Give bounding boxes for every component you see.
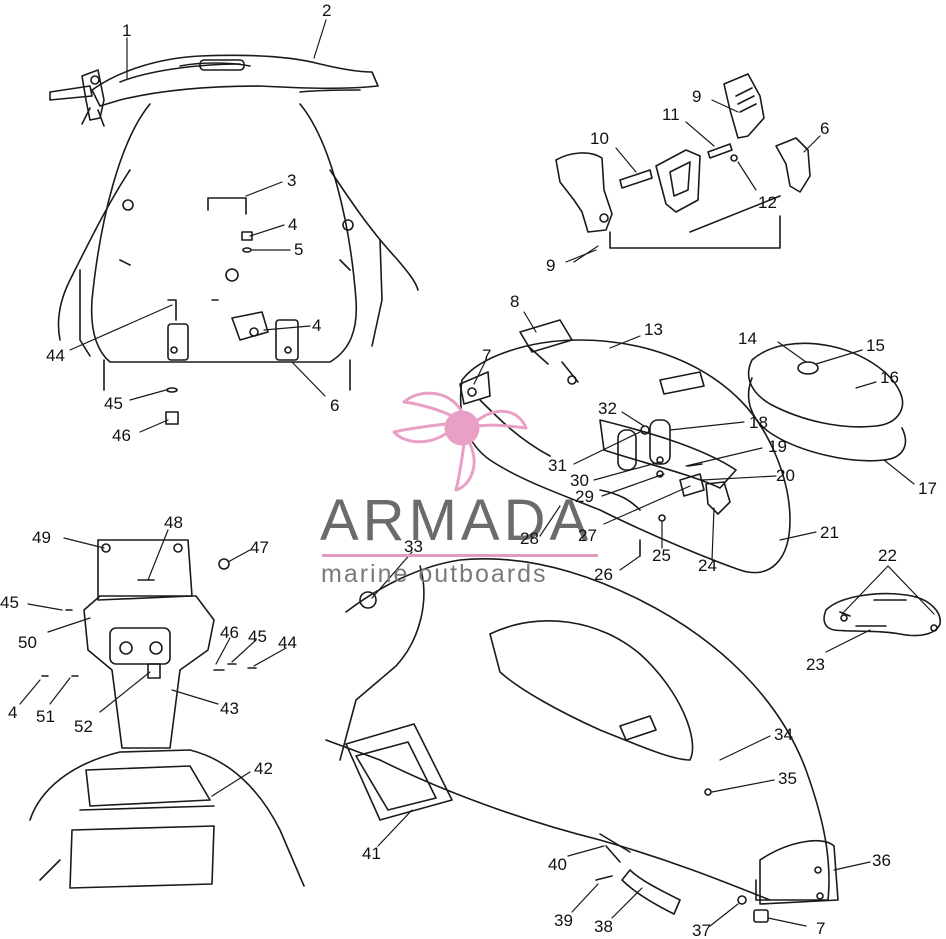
- callout-10: 10: [590, 129, 609, 148]
- callout-27: 27: [578, 526, 597, 545]
- callout-45: 45: [0, 593, 19, 612]
- callout-24: 24: [698, 556, 717, 575]
- callout-42: 42: [254, 759, 273, 778]
- callout-35: 35: [778, 769, 797, 788]
- callout-8: 8: [510, 292, 520, 311]
- callout-5: 5: [294, 240, 304, 259]
- callout-50: 50: [18, 633, 37, 652]
- callout-11: 11: [662, 105, 680, 124]
- callout-38: 38: [594, 917, 613, 936]
- callout-34: 34: [774, 725, 793, 744]
- callout-46: 46: [220, 623, 239, 642]
- callout-43: 43: [220, 699, 239, 718]
- callout-25: 25: [652, 546, 671, 565]
- callout-16: 16: [880, 368, 899, 387]
- callout-33: 33: [404, 537, 423, 556]
- callout-2: 2: [322, 1, 332, 20]
- callout-41: 41: [362, 844, 381, 863]
- steering-hood: [57, 103, 419, 425]
- leader-lines: [19, 19, 935, 927]
- callout-1: 1: [122, 21, 132, 40]
- callout-40: 40: [548, 855, 567, 874]
- callout-20: 20: [776, 466, 795, 485]
- callout-44: 44: [278, 633, 297, 652]
- rear-bracket: [41, 539, 257, 749]
- callout-14: 14: [738, 329, 757, 348]
- callout-19: 19: [768, 437, 787, 456]
- callout-36: 36: [872, 851, 891, 870]
- rear-deck: [29, 749, 305, 889]
- callout-9: 9: [546, 256, 556, 275]
- callout-26: 26: [594, 565, 613, 584]
- propeller-logo-icon: [392, 391, 528, 492]
- callout-6: 6: [330, 396, 340, 415]
- callout-49: 49: [32, 528, 51, 547]
- callout-29: 29: [575, 487, 594, 506]
- callout-30: 30: [570, 471, 589, 490]
- callout-4: 4: [8, 703, 18, 722]
- callout-37: 37: [692, 921, 711, 939]
- callout-12: 12: [758, 193, 777, 212]
- callout-44: 44: [46, 346, 65, 365]
- callout-3: 3: [287, 171, 297, 190]
- hinge-assembly: [555, 73, 811, 249]
- callout-48: 48: [164, 513, 183, 532]
- seat-pad: [747, 342, 907, 462]
- callout-6: 6: [820, 119, 830, 138]
- callout-28: 28: [520, 529, 539, 548]
- callout-46: 46: [112, 426, 131, 445]
- callout-18: 18: [749, 413, 768, 432]
- watermark-subtitle: marine outboards: [321, 560, 548, 588]
- callout-23: 23: [806, 655, 825, 674]
- callout-52: 52: [74, 717, 93, 736]
- handlebar-assembly: [49, 54, 379, 127]
- callout-4: 4: [312, 316, 322, 335]
- callout-9: 9: [692, 87, 702, 106]
- watermark-rule: [322, 554, 598, 557]
- callout-45: 45: [248, 627, 267, 646]
- callout-4: 4: [288, 215, 298, 234]
- callout-15: 15: [866, 336, 885, 355]
- callout-13: 13: [644, 320, 663, 339]
- trim-part: [823, 592, 941, 637]
- callout-45: 45: [104, 394, 123, 413]
- watermark-title: ARMADA: [320, 488, 593, 553]
- callout-47: 47: [250, 538, 269, 557]
- callout-32: 32: [598, 399, 617, 418]
- main-body: [325, 557, 839, 923]
- callout-7: 7: [816, 919, 826, 938]
- callout-31: 31: [548, 456, 567, 475]
- callout-21: 21: [820, 523, 839, 542]
- callout-51: 51: [36, 707, 55, 726]
- callout-39: 39: [554, 911, 573, 930]
- callout-22: 22: [878, 546, 897, 565]
- callout-17: 17: [918, 479, 937, 498]
- callout-7: 7: [482, 346, 492, 365]
